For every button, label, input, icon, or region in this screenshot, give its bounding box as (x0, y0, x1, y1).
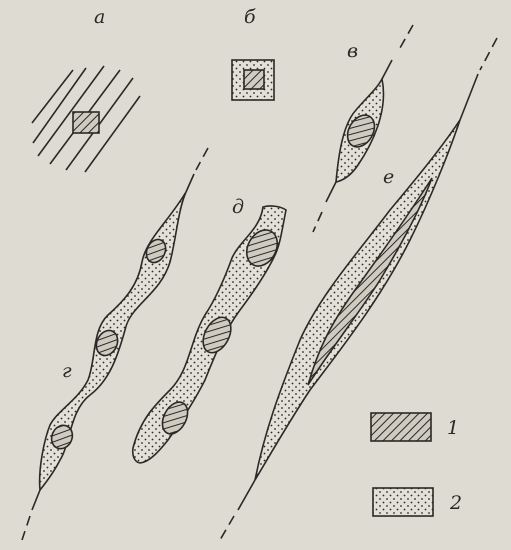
panel-label-v: в (347, 42, 358, 61)
panel-label-d: д (232, 198, 244, 217)
panel-a-drawing (32, 66, 140, 172)
legend-swatches (371, 413, 433, 516)
panel-label-b: б (244, 8, 256, 27)
panel-b-drawing (232, 60, 274, 100)
panel-label-e: е (383, 168, 394, 187)
legend-swatch-hatched (371, 413, 431, 441)
panel-g-drawing (22, 148, 208, 540)
panel-label-g: г (62, 362, 72, 381)
legend-number-2: 2 (450, 494, 462, 513)
legend-number-1: 1 (447, 419, 459, 438)
legend-swatch-dotted (373, 488, 433, 516)
panel-label-a: а (94, 8, 105, 27)
